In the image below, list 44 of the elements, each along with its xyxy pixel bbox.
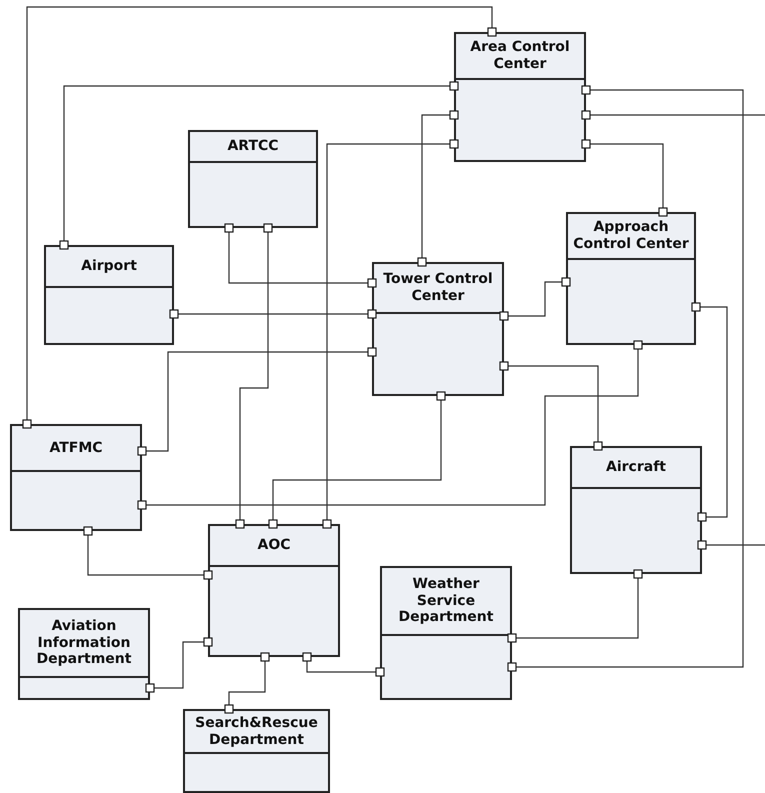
component-title: Tower Control Center [382,271,494,305]
component-box [570,446,702,574]
component-title: ARTCC [226,138,280,155]
component-box [183,709,330,793]
component-box [454,32,586,162]
connector-line [224,223,377,288]
connector-line [499,361,603,451]
component-title: Aircraft [605,459,667,476]
connector-line [691,302,728,522]
connector-line [507,569,643,643]
component-box [208,524,340,657]
connector-line [268,391,446,529]
component-box [18,608,150,700]
connector-line [581,139,668,217]
connector-line [697,540,765,550]
component-title: ATFMC [48,440,104,456]
connector-line [507,85,744,672]
connector-line [22,6,497,429]
component-box [44,245,174,345]
connector-line [145,637,213,693]
connector-line [581,110,765,120]
connector-line [417,110,459,267]
component-title: Aviation Information Department [36,618,132,668]
connector-line [499,277,571,321]
component-box [188,130,318,228]
component-title: Approach Control Center [572,219,690,253]
component-box [380,566,512,700]
connector-line [302,652,385,677]
connector-line [224,652,270,714]
component-title: AOC [256,537,292,554]
connector-line [137,347,377,456]
connector-line [322,139,459,529]
component-title: Area Control Center [469,39,571,73]
connector-line [83,526,213,580]
component-title: Weather Service Department [398,576,494,626]
connector-line [59,81,459,250]
component-box [372,262,504,396]
component-box [566,212,696,345]
component-box [10,424,142,531]
connector-line [137,340,643,510]
component-title: Search&Rescue Department [194,714,319,748]
connector-line [235,223,273,529]
connector-line [169,309,377,319]
component-title: Airport [80,258,138,275]
